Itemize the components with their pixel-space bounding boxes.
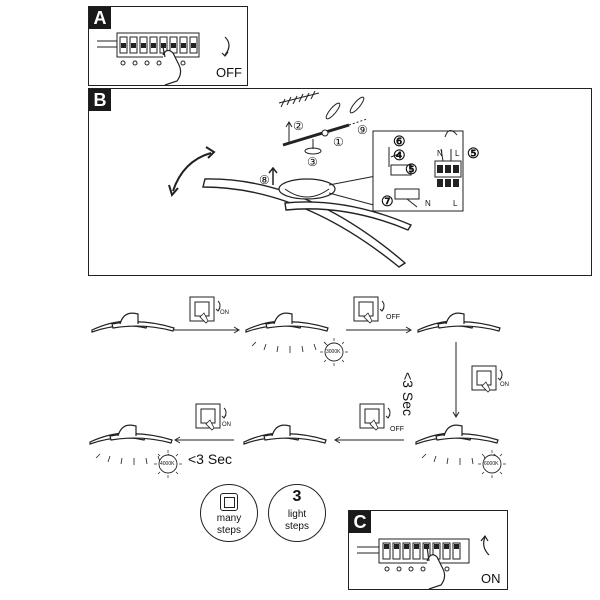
lamp-arm-lower — [284, 201, 413, 231]
temp-label-6000k: 6000K — [484, 461, 499, 467]
timing-label-horizontal: <3 Sec — [188, 451, 232, 467]
circuit-breaker-off-illustration — [97, 32, 230, 85]
step-number-4: ④ — [393, 147, 406, 163]
mode-many-label: many — [216, 513, 242, 524]
switch-3-on-label: ON — [500, 382, 509, 388]
step-number-8: ⑧ — [259, 173, 270, 187]
lamp-base — [278, 178, 336, 200]
lamp-off-3 — [243, 424, 327, 445]
step-number-2: ② — [293, 119, 304, 133]
step-number-1: ① — [333, 135, 344, 149]
temp-label-3000k: 3000K — [326, 349, 341, 355]
mode-three-number: 3 — [292, 488, 302, 505]
step-number-5b: ⑤ — [467, 145, 480, 161]
installation-illustration — [168, 90, 464, 268]
switch-2-off-label: OFF — [386, 314, 400, 321]
mode-many-steps-icon — [220, 493, 238, 511]
timing-label-vertical: <3 Sec — [400, 372, 416, 416]
lamp-on-3000k — [245, 312, 329, 333]
rotate-arrow-icon — [172, 152, 212, 192]
step-number-7: ⑦ — [381, 193, 394, 209]
panel-a-off-label: OFF — [216, 65, 242, 80]
wiring-n-label-top: N — [437, 149, 443, 158]
mode-many-steps: many steps — [200, 484, 258, 542]
panel-c-badge: C — [349, 511, 371, 533]
step-number-3: ③ — [307, 155, 318, 169]
switch-icon-4 — [359, 403, 391, 431]
lamp-on-6000k — [415, 424, 499, 445]
step-number-5: ⑤ — [405, 161, 418, 177]
mode-three-light-label: light — [287, 509, 307, 520]
panel-a-badge: A — [89, 7, 111, 29]
lamp-rays-3000k — [251, 341, 329, 354]
switch-icon-1 — [189, 296, 221, 324]
panel-c: C ON — [348, 510, 508, 590]
panel-a: A OFF — [88, 6, 248, 86]
wiring-l-label-top: L — [455, 149, 460, 158]
panel-c-on-label: ON — [481, 571, 501, 586]
lamp-arm-upper — [202, 178, 407, 268]
mode-many-steps-label: steps — [217, 525, 241, 536]
switch-4-off-label: OFF — [390, 426, 404, 433]
switch-icon-3 — [471, 365, 503, 393]
switch-5-on-label: ON — [222, 422, 231, 428]
wiring-l-label-bottom: L — [453, 199, 458, 208]
step-number-6: ⑥ — [393, 133, 406, 149]
switch-1-on-label: ON — [220, 310, 229, 316]
panel-b: B — [88, 88, 592, 276]
lamp-off-1 — [91, 312, 175, 333]
mode-three-steps: 3 light steps — [268, 484, 326, 542]
wiring-n-label-bottom: N — [425, 199, 431, 208]
step-number-9: ⑨ — [357, 123, 368, 137]
mode-three-steps-label: steps — [285, 521, 309, 532]
panel-b-badge: B — [89, 89, 111, 111]
lamp-off-2 — [417, 312, 501, 333]
temp-label-4000k: 4000K — [160, 461, 175, 467]
lamp-on-4000k — [89, 424, 173, 445]
switch-icon-2 — [353, 296, 385, 324]
circuit-breaker-on-illustration — [357, 534, 490, 589]
